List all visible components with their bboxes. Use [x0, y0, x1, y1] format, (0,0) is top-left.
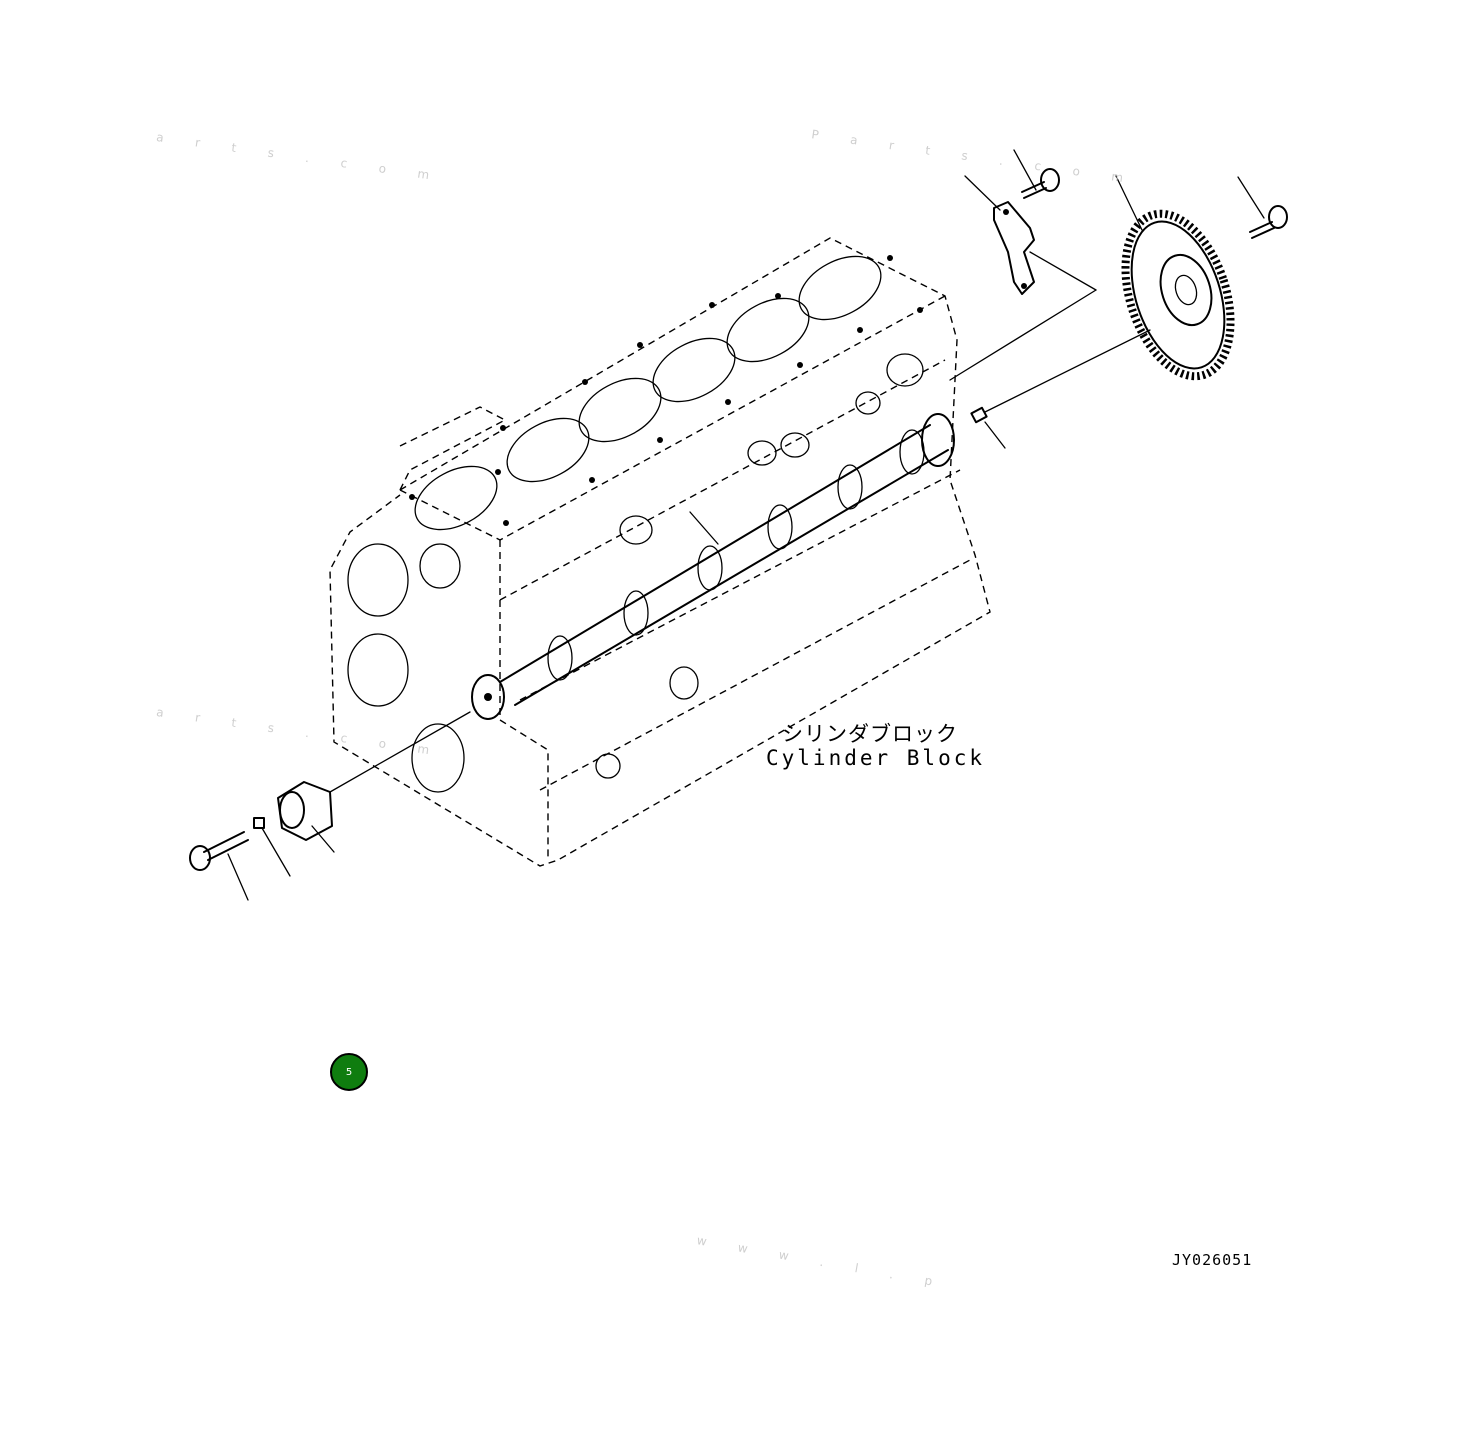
- bolt-gear: [1249, 205, 1288, 239]
- camshaft: [471, 413, 955, 720]
- bracket: [993, 201, 1035, 295]
- cylinder-block: [329, 237, 991, 867]
- pin-small: [253, 817, 265, 829]
- bolt-bracket: [1021, 168, 1060, 199]
- cylinder-block-label-en: Cylinder Block: [766, 746, 986, 770]
- cam-gear: [1121, 209, 1235, 381]
- cylinder-block-label-jp: シリンダブロック: [782, 722, 958, 746]
- callout-badge[interactable]: 5: [330, 1053, 368, 1091]
- bolt-front: [189, 831, 249, 871]
- drawing-code: JY026051: [1172, 1251, 1253, 1269]
- tone-wheel: [277, 781, 333, 841]
- leader-lines: [227, 149, 1265, 901]
- dowel-pin: [970, 406, 988, 424]
